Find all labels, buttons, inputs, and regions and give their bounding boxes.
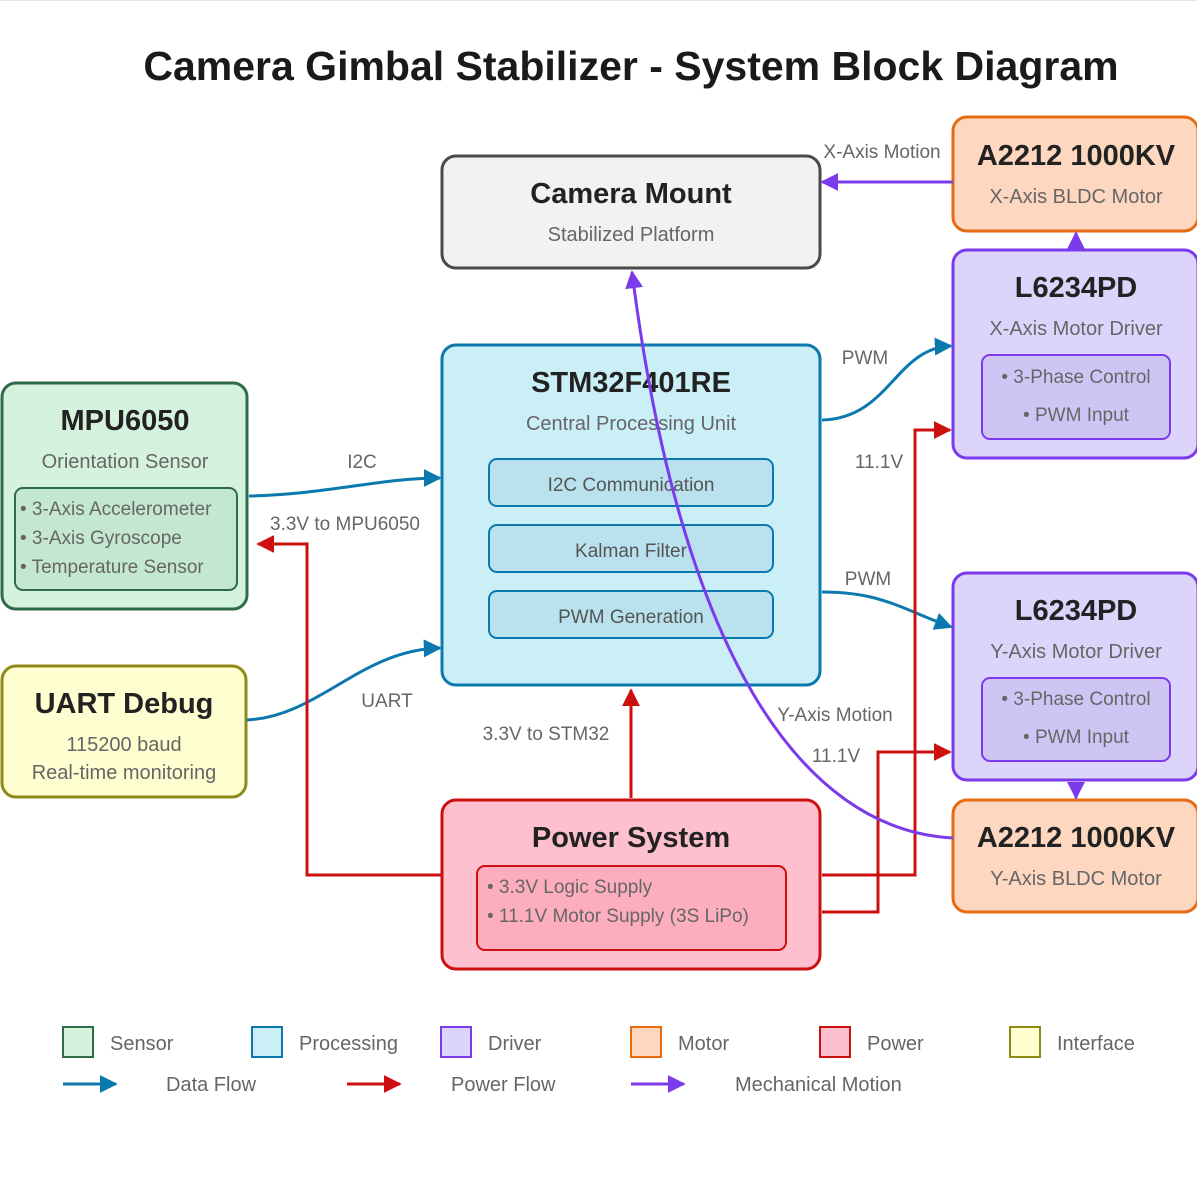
mcu-module-box bbox=[488, 590, 774, 639]
legend-processing-label: Processing bbox=[299, 1033, 398, 1055]
legend-mechanical-label: Mechanical Motion bbox=[735, 1074, 902, 1096]
driver-y-feature-pwm: • PWM Input bbox=[1023, 727, 1130, 748]
y-motion-connection bbox=[625, 270, 954, 840]
driver-y-feature-box bbox=[981, 677, 1171, 762]
legend-driver-label: Driver bbox=[488, 1033, 542, 1055]
mcu-block: STM32F401RE Central Processing Unit I2C … bbox=[440, 343, 822, 687]
imu-feature-box bbox=[14, 487, 238, 591]
v11-x-label: 11.1V bbox=[855, 452, 904, 473]
driver-x-feature-pwm: • PWM Input bbox=[1023, 405, 1130, 426]
uart-monitoring: Real-time monitoring bbox=[32, 762, 217, 784]
imu-subtitle: Orientation Sensor bbox=[42, 451, 209, 473]
imu-title: MPU6050 bbox=[61, 405, 190, 437]
legend-motor-label: Motor bbox=[678, 1033, 729, 1055]
mcu-module-kalman: Kalman Filter bbox=[575, 541, 688, 562]
driver-y-title: L6234PD bbox=[1015, 595, 1138, 627]
legend-interface-swatch bbox=[1009, 1026, 1041, 1058]
camera-mount-subtitle: Stabilized Platform bbox=[548, 224, 715, 246]
legend-processing-swatch bbox=[251, 1026, 283, 1058]
motor-y-subtitle: Y-Axis BLDC Motor bbox=[990, 868, 1162, 890]
motor-y-block: A2212 1000KV Y-Axis BLDC Motor bbox=[951, 798, 1197, 914]
i2c-label: I2C bbox=[347, 452, 377, 473]
driver-y-subtitle: Y-Axis Motor Driver bbox=[990, 641, 1162, 663]
motor-x-block: A2212 1000KV X-Axis BLDC Motor bbox=[951, 115, 1197, 233]
imu-block: MPU6050 Orientation Sensor • 3-Axis Acce… bbox=[0, 381, 249, 611]
mcu-subtitle: Central Processing Unit bbox=[526, 413, 737, 435]
mcu-module-pwm: PWM Generation bbox=[558, 607, 704, 628]
driver-y-feature-3phase: • 3-Phase Control bbox=[1001, 689, 1150, 710]
power-to-driver-x-connection bbox=[822, 421, 952, 877]
legend-power-flow-label: Power Flow bbox=[451, 1074, 556, 1096]
camera-mount-block: Camera Mount Stabilized Platform bbox=[440, 154, 822, 270]
driver-y-block: L6234PD Y-Axis Motor Driver • 3-Phase Co… bbox=[951, 571, 1197, 782]
power-feature-motor: • 11.1V Motor Supply (3S LiPo) bbox=[487, 906, 749, 927]
mcu-module-box bbox=[488, 524, 774, 573]
power-to-imu-connection bbox=[256, 535, 442, 877]
pwm-x-label: PWM bbox=[842, 348, 888, 369]
legend-interface-label: Interface bbox=[1057, 1033, 1135, 1055]
power-feature-box bbox=[476, 865, 787, 951]
x-motion-label: X-Axis Motion bbox=[823, 142, 940, 163]
top-divider bbox=[0, 0, 1197, 1]
legend-data-flow-label: Data Flow bbox=[166, 1074, 257, 1096]
uart-block: UART Debug 115200 baud Real-time monitor… bbox=[0, 664, 248, 799]
diagram-title: Camera Gimbal Stabilizer - System Block … bbox=[143, 43, 1118, 89]
uart-label: UART bbox=[361, 691, 413, 712]
legend: Sensor Processing Driver Motor Power Int… bbox=[62, 1026, 1135, 1096]
uart-connection bbox=[246, 639, 442, 722]
legend-power-label: Power bbox=[867, 1033, 924, 1055]
imu-feature-temp: • Temperature Sensor bbox=[20, 557, 204, 578]
driver-x-block: L6234PD X-Axis Motor Driver • 3-Phase Co… bbox=[951, 248, 1197, 460]
power-title: Power System bbox=[532, 822, 730, 854]
uart-baud: 115200 baud bbox=[66, 734, 181, 756]
v11-y-label: 11.1V bbox=[812, 746, 861, 767]
power-feature-logic: • 3.3V Logic Supply bbox=[487, 877, 653, 898]
imu-feature-accel: • 3-Axis Accelerometer bbox=[20, 499, 212, 520]
power-to-driver-y-connection bbox=[822, 743, 952, 914]
motor-y-title: A2212 1000KV bbox=[977, 822, 1176, 854]
driver-x-feature-3phase: • 3-Phase Control bbox=[1001, 367, 1150, 388]
pwm-y-label: PWM bbox=[845, 569, 891, 590]
motor-x-subtitle: X-Axis BLDC Motor bbox=[989, 186, 1163, 208]
mcu-module-i2c: I2C Communication bbox=[548, 475, 715, 496]
legend-power-swatch bbox=[819, 1026, 851, 1058]
driver-x-feature-box bbox=[981, 354, 1171, 440]
mcu-title: STM32F401RE bbox=[531, 367, 731, 399]
v33-imu-label: 3.3V to MPU6050 bbox=[270, 514, 420, 535]
driver-x-title: L6234PD bbox=[1015, 272, 1138, 304]
legend-sensor-swatch bbox=[62, 1026, 94, 1058]
pwm-x-connection bbox=[821, 337, 953, 422]
camera-mount-title: Camera Mount bbox=[530, 178, 732, 210]
pwm-y-connection bbox=[821, 590, 953, 630]
v33-mcu-label: 3.3V to STM32 bbox=[483, 724, 610, 745]
motor-x-title: A2212 1000KV bbox=[977, 140, 1176, 172]
uart-title: UART Debug bbox=[35, 688, 214, 720]
legend-sensor-label: Sensor bbox=[110, 1033, 174, 1055]
i2c-connection bbox=[248, 469, 442, 498]
legend-motor-swatch bbox=[630, 1026, 662, 1058]
driver-x-subtitle: X-Axis Motor Driver bbox=[989, 318, 1163, 340]
legend-driver-swatch bbox=[440, 1026, 472, 1058]
mcu-module-box bbox=[488, 458, 774, 507]
imu-feature-gyro: • 3-Axis Gyroscope bbox=[20, 528, 182, 549]
y-motion-label: Y-Axis Motion bbox=[777, 705, 892, 726]
power-block: Power System • 3.3V Logic Supply • 11.1V… bbox=[440, 798, 822, 971]
